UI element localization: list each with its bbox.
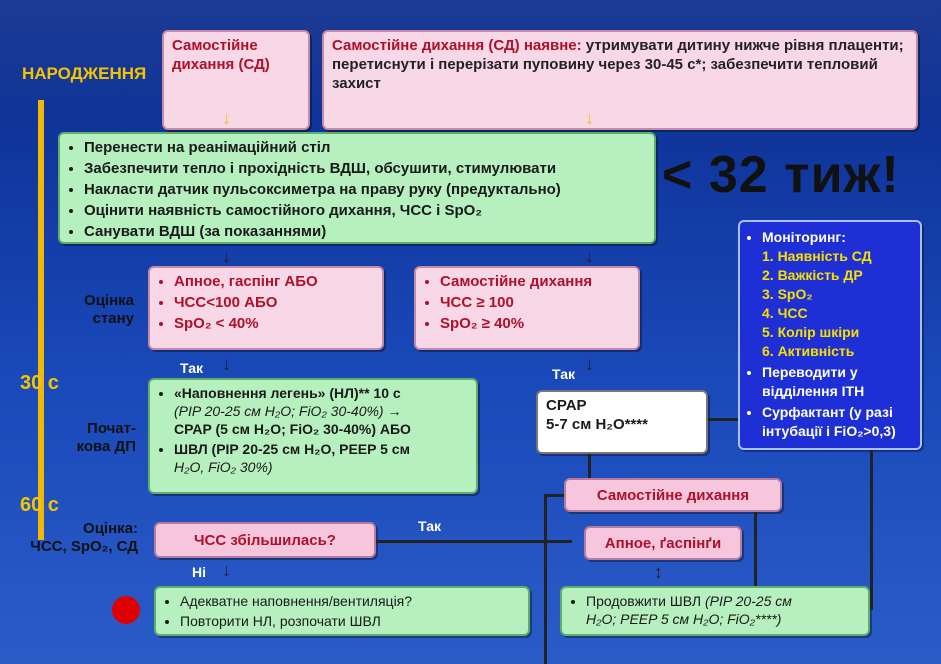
connector-vertical-2 <box>588 454 591 478</box>
monitor-item-5: 5. Колір шкіри <box>762 324 860 340</box>
yes-label-2: Так <box>552 366 575 382</box>
breathing-item-2: ЧСС ≥ 100 <box>440 293 630 312</box>
breathing-box: Самостійне дихання ЧСС ≥ 100 SpO₂ ≥ 40% <box>414 266 640 350</box>
hr-yes-line <box>376 540 572 543</box>
inflation-text-a: «Наповнення легень» (НЛ)** 10 с <box>174 385 401 401</box>
final-right-item: Продовжити ШВЛ (PIP 20-25 см H₂O; PEEP 5… <box>586 592 860 628</box>
self-breathing-box: Самостійне дихання <box>564 478 782 512</box>
assess2-line2: ЧСС, SpO₂, СД <box>30 538 138 555</box>
breathing-item-1: Самостійне дихання <box>440 272 630 291</box>
final-right-box: Продовжити ШВЛ (PIP 20-25 см H₂O; PEEP 5… <box>560 586 870 636</box>
apnea-item-3: SpO₂ < 40% <box>174 314 374 333</box>
no-breath-box: Самостійне дихання (СД) <box>162 30 310 130</box>
breath-present-text: утримувати дитину нижче рівня плаценти; … <box>332 37 904 92</box>
arrow-down-7: ↓ <box>222 560 231 580</box>
connector-vertical-1 <box>544 494 547 664</box>
initial-step-1: Перенести на реанімаційний стіл <box>84 138 646 157</box>
arrow-down-1: ↓ <box>222 108 231 128</box>
final-right-a: Продовжити ШВЛ <box>586 593 705 609</box>
monitor-title: Моніторинг: 1. Наявність СД 2. Важкість … <box>762 228 914 361</box>
apnea-item-2: ЧСС<100 АБО <box>174 293 374 312</box>
breath-present-head: Самостійне дихання (СД) наявне: <box>332 37 582 54</box>
no-breath-line1: Самостійне <box>172 37 258 54</box>
assess2-line1: Оцінка: <box>83 520 138 537</box>
timeline-bar <box>38 100 44 540</box>
arrow-down-3: ↓ <box>222 246 231 266</box>
breath-present-box: Самостійне дихання (СД) наявне: утримува… <box>322 30 918 130</box>
final-left-item-2: Повторити НЛ, розпочати ШВЛ <box>180 612 520 630</box>
inflation-item-1: «Наповнення легень» (НЛ)** 10 с (PIP 20-… <box>174 384 468 438</box>
monitor-item-6: 6. Активність <box>762 343 855 359</box>
connector-vertical-3 <box>754 512 757 594</box>
start-label-line1: Почат- <box>87 420 136 437</box>
apnea-box: Апное, гаспінг АБО ЧСС<100 АБО SpO₂ < 40… <box>148 266 384 350</box>
final-right-b: (PIP 20-25 см <box>704 593 792 609</box>
arrow-down-4: ↓ <box>585 246 594 266</box>
breathing-item-3: SpO₂ ≥ 40% <box>440 314 630 333</box>
inflation-item-2: ШВЛ (PIP 20-25 см H₂O, PEEP 5 см H₂O, Fi… <box>174 440 468 476</box>
arrow-down-2: ↓ <box>585 108 594 128</box>
yes-label-3: Так <box>418 518 441 534</box>
time-30s: 30 с <box>20 372 59 394</box>
initial-step-3: Накласти датчик пульсоксиметра на праву … <box>84 180 646 199</box>
connector-final-monitor <box>870 450 873 610</box>
assess-label: Оцінка стану <box>84 292 134 327</box>
headline: < 32 тиж! <box>662 146 900 204</box>
monitor-surfactant: Сурфактант (у разі інтубації і FiO₂>0,3) <box>762 403 914 441</box>
no-breath-line2: дихання (СД) <box>172 56 270 73</box>
cpap-box: CPAP 5-7 см H₂O**** <box>536 390 708 454</box>
monitor-item-1: 1. Наявність СД <box>762 248 872 264</box>
hr-question-box: ЧСС збільшилась? <box>154 522 376 558</box>
assess2-label: Оцінка: ЧСС, SpO₂, СД <box>10 520 138 556</box>
inflation-text-c: CPAP (5 см H₂O; FiO₂ 30-40%) АБО <box>174 421 411 437</box>
inflation-text-b: (PIP 20-25 см H₂O; FiO₂ 30-40%) → <box>174 403 402 419</box>
final-right-c: H₂O; PEEP 5 см H₂O; FiO₂****) <box>586 611 782 627</box>
birth-label: НАРОДЖЕННЯ <box>22 64 147 83</box>
initial-step-5: Санувати ВДШ (за показаннями) <box>84 222 646 241</box>
initial-step-2: Забезпечити тепло і прохідність ВДШ, обс… <box>84 159 646 178</box>
apnea-gasping-box: Апное, ґаспінґи <box>584 526 742 560</box>
arrow-down-6: ↓ <box>585 354 594 374</box>
cpap-line2: 5-7 см H₂O**** <box>546 416 648 433</box>
apnea-item-1: Апное, гаспінг АБО <box>174 272 374 291</box>
final-left-item-1: Адекватне наповнення/вентиляція? <box>180 592 520 610</box>
cpap-line1: CPAP <box>546 397 587 414</box>
monitor-item-4: 4. ЧСС <box>762 305 808 321</box>
start-label-line2: кова ДП <box>76 438 136 455</box>
yes-label-1: Так <box>180 360 203 376</box>
initial-step-4: Оцінити наявність самостійного дихання, … <box>84 201 646 220</box>
time-60s: 60 с <box>20 494 59 516</box>
cpap-to-monitor-line <box>708 418 738 421</box>
final-left-box: Адекватне наповнення/вентиляція? Повтори… <box>154 586 530 636</box>
arrow-updown: ↕ <box>654 562 663 582</box>
monitor-item-3: 3. SpO₂ <box>762 286 813 302</box>
initial-steps-box: Перенести на реанімаційний стіл Забезпеч… <box>58 132 656 244</box>
inflation-box: «Наповнення легень» (НЛ)** 10 с (PIP 20-… <box>148 378 478 494</box>
monitor-item-2: 2. Важкість ДР <box>762 267 863 283</box>
arrow-down-5: ↓ <box>222 354 231 374</box>
start-label: Почат- кова ДП <box>50 420 136 456</box>
monitor-title-text: Моніторинг: <box>762 229 846 245</box>
red-dot-icon <box>112 596 140 624</box>
no-label: Ні <box>192 564 206 580</box>
inflation-text-d: ШВЛ (PIP 20-25 см H₂O, PEEP 5 см <box>174 441 410 457</box>
inflation-text-e: H₂O, FiO₂ 30%) <box>174 459 273 475</box>
monitoring-box: Моніторинг: 1. Наявність СД 2. Важкість … <box>738 220 922 450</box>
connector-h-1 <box>544 494 564 497</box>
monitor-transfer: Переводити у відділення ІТН <box>762 363 914 401</box>
